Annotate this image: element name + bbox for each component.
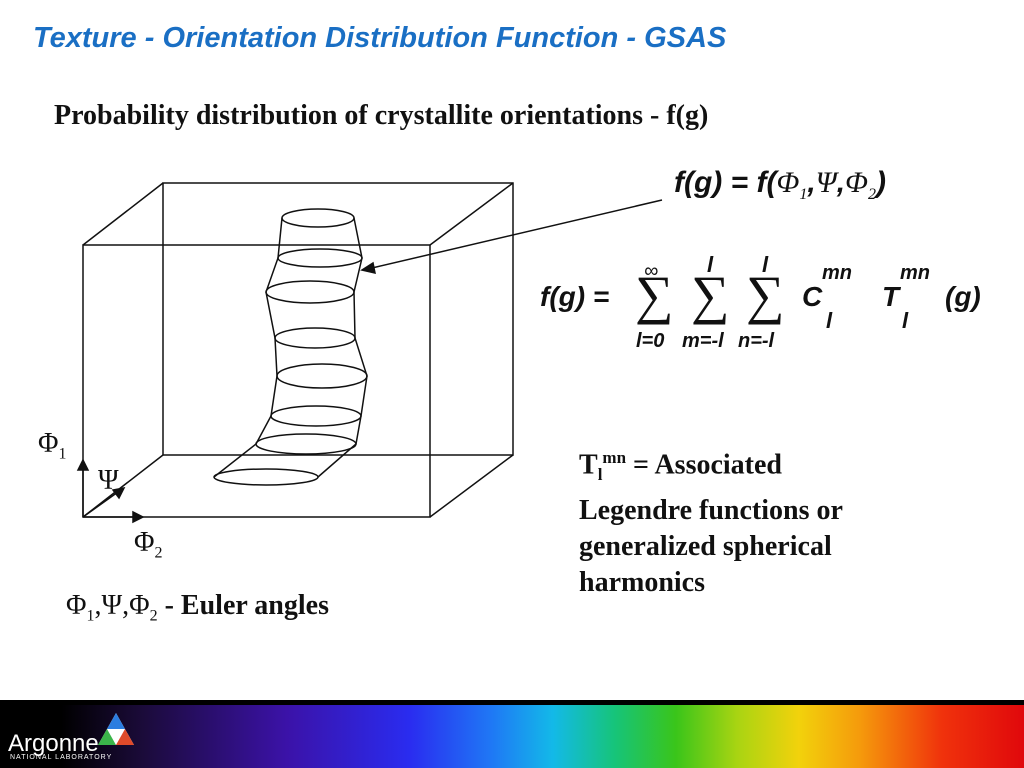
def-line1-text: = Associated — [626, 449, 783, 481]
eq2-sum1-upper: ∞ — [644, 260, 659, 282]
slide-subtitle: Probability distribution of crystallite … — [54, 100, 709, 131]
eq2-arg: (g) — [945, 281, 981, 312]
footer-spectrum-bar — [0, 700, 1024, 768]
footer-divider — [0, 700, 1024, 705]
eq2-t: T — [882, 281, 900, 312]
axis-phi2-symbol: Φ — [134, 527, 155, 558]
def-t-sup: mn — [602, 448, 627, 467]
eq2-sum2-upper: l — [707, 252, 714, 277]
euler-label: - Euler angles — [157, 590, 329, 621]
slide-title: Texture - Orientation Distribution Funct… — [33, 22, 727, 54]
eq1-close: ) — [875, 166, 886, 199]
argonne-logo-subtext: NATIONAL LABORATORY — [10, 754, 113, 761]
eq2-c-sub: l — [826, 308, 833, 333]
axis-label-phi2: Φ2 — [134, 527, 162, 563]
eq1-lhs: f(g) = f( — [674, 166, 777, 199]
equation-harmonic-expansion: f(g) = ∞ ∑ l=0 l ∑ m=-l l ∑ n=-l C mn l … — [540, 250, 1000, 360]
euler-sub1: 1 — [86, 607, 95, 625]
eq1-phi2-sub: 2 — [867, 186, 876, 203]
eq2-t-sub: l — [902, 308, 909, 333]
eq2-sum1-lower: l=0 — [636, 330, 665, 352]
definition-text: Tlmn = Associated Legendre functions or … — [579, 440, 939, 601]
eq1-phi1-sub: 1 — [799, 186, 808, 203]
equation-fg-euler: f(g) = f(Φ1,Ψ,Φ2) — [674, 166, 886, 204]
axis-label-psi: Ψ — [98, 465, 119, 496]
eq2-t-sup: mn — [900, 262, 930, 284]
axis-phi1-symbol: Φ — [38, 428, 59, 459]
definition-line-1: Tlmn = Associated — [579, 440, 939, 493]
eq2-sum3-upper: l — [762, 252, 769, 277]
argonne-triangle-icon — [98, 713, 134, 745]
def-t: T — [579, 449, 598, 481]
eq2-c: C — [802, 281, 823, 312]
odf-box-diagram — [76, 182, 663, 524]
definition-line-4: harmonics — [579, 566, 705, 598]
eq1-comma2: , — [836, 166, 846, 199]
eq1-phi1: Φ — [776, 166, 800, 199]
eq1-comma1: , — [807, 166, 816, 199]
axis-phi1-subscript: 1 — [58, 445, 67, 463]
def-t-sub: l — [597, 464, 603, 484]
euler-psi-phi2: ,Ψ,Φ — [94, 590, 150, 621]
eq2-sum1-sign: ∑ — [635, 265, 674, 325]
eq2-sum3-sign: ∑ — [746, 265, 785, 325]
eq2-c-sup: mn — [822, 262, 852, 284]
definition-line-3: generalized spherical — [579, 530, 832, 562]
argonne-logo-text: Argonne — [8, 730, 99, 757]
eq2-sum3-lower: n=-l — [738, 330, 775, 352]
eq1-phi2: Φ — [845, 166, 868, 199]
eq1-psi: Ψ — [815, 166, 837, 199]
eq2-sum2-lower: m=-l — [682, 330, 724, 352]
euler-angles-caption: Φ1,Ψ,Φ2 - Euler angles — [66, 590, 329, 626]
box-front-face — [82, 244, 431, 518]
eq2-sum2-sign: ∑ — [691, 265, 730, 325]
euler-phi1: Φ — [66, 590, 87, 621]
definition-line-2: Legendre functions or — [579, 494, 843, 526]
box-back-face — [162, 182, 514, 456]
euler-sub2: 2 — [149, 607, 158, 625]
eq2-lhs: f(g) = — [540, 281, 610, 312]
axis-phi2-subscript: 2 — [154, 544, 163, 562]
axis-label-phi1: Φ1 — [38, 428, 66, 464]
